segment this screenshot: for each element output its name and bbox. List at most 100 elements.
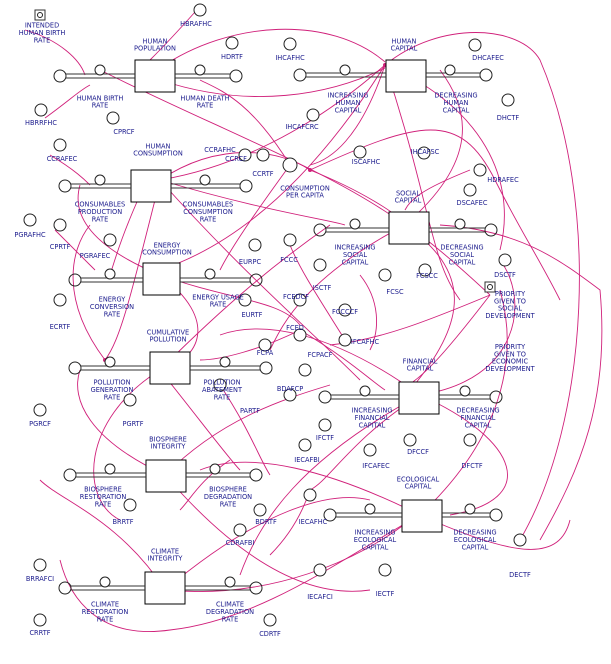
label-fcccf: FCCCCF	[332, 308, 358, 316]
label-hbrrfhc: HBRRFHC	[25, 119, 57, 127]
label-fcsc: FCSC	[386, 288, 404, 296]
stock-biosphere-integrity	[145, 459, 187, 493]
stock-energy-consumption	[142, 262, 181, 296]
stock-social-capital	[388, 211, 430, 245]
label-ifcafhc: IFCAFHC	[351, 338, 380, 346]
stock-ecological-capital	[401, 499, 443, 533]
label-ccrafhc: CCRAFHC	[204, 146, 236, 154]
label-dectf: DECTF	[509, 571, 531, 579]
label-ccrafec: CCRAFEC	[47, 155, 78, 163]
label-iectf: IECTF	[376, 590, 395, 598]
stocks	[130, 59, 443, 605]
label-fcedcf: FCEDCF	[283, 293, 309, 301]
stock-financial-capital	[398, 381, 440, 415]
label-bdrtf: BDRTF	[255, 518, 277, 526]
label-iecafci: IECAFCI	[307, 593, 333, 601]
label-cprcf: CPRCF	[113, 128, 134, 136]
stock-climate-integrity	[144, 571, 186, 605]
label-cprtf: CPRTF	[50, 243, 71, 251]
label-crrtf: CRRTF	[29, 629, 50, 637]
label-fcscc: FCSCC	[416, 272, 438, 280]
label-fcpacf: FCPACF	[308, 351, 333, 359]
label-iecafhc: IECAFHC	[299, 518, 328, 526]
label-ihcafhc: IHCAFHC	[275, 54, 305, 62]
flows	[53, 64, 503, 595]
label-cdrtf: CDRTF	[259, 630, 281, 638]
label-hdrafec: HDRAFEC	[487, 176, 519, 184]
label-ifcafec: IFCAFEC	[362, 462, 390, 470]
label-isctf: ISCTF	[313, 284, 332, 292]
stock-human-population	[134, 59, 176, 93]
label-dfccf: DFCCF	[407, 448, 429, 456]
label-hdrtf: HDRTF	[221, 53, 243, 61]
label-iscafhc: ISCAFHC	[352, 158, 381, 166]
stock-human-consumption	[130, 169, 172, 203]
label-eurpc: EURPC	[239, 258, 262, 266]
label-dsctf: DSCTF	[494, 271, 516, 279]
label-hbrafhc: HBRAFHC	[180, 20, 212, 28]
label-eurtf: EURTF	[242, 311, 263, 319]
label-dscafec: DSCAFEC	[457, 199, 488, 207]
label-cdrafbi: CDRAFBI	[226, 539, 255, 547]
label-brrtf: BRRTF	[112, 518, 133, 526]
label-fccc: FCCC	[280, 256, 298, 264]
label-iecafbi: IECAFBI	[294, 456, 320, 464]
stock-human-capital	[385, 59, 427, 93]
label-pgrafhc: PGRAFHC	[14, 231, 46, 239]
label-ihcafsc: IHCAFSC	[411, 148, 440, 156]
label-pgrafec: PGRAFEC	[80, 252, 111, 260]
causal-links	[24, 11, 603, 632]
label-brrafci: BRRAFCI	[26, 575, 54, 583]
label-ecrtf: ECRTF	[50, 323, 71, 331]
label-partf: PARTF	[240, 407, 260, 415]
auxiliaries	[23, 3, 527, 627]
label-pgrcf: PGRCF	[29, 420, 51, 428]
label-fcpa: FCPA	[257, 349, 274, 357]
stock-cumulative-pollution	[149, 351, 191, 385]
label-ccrtf: CCRTF	[252, 170, 273, 178]
label-bdafcp: BDAFCP	[277, 385, 303, 393]
label-ccrcf: CCRCF	[225, 155, 247, 163]
label-pgrtf: PGRTF	[122, 420, 143, 428]
label-dhcafec: DHCAFEC	[472, 54, 504, 62]
label-dfctf: DFCTF	[461, 462, 483, 470]
label-dhctf: DHCTF	[497, 114, 520, 122]
label-fced: FCED	[286, 324, 304, 332]
label-ihcafcrc: IHCAFCRC	[285, 123, 319, 131]
